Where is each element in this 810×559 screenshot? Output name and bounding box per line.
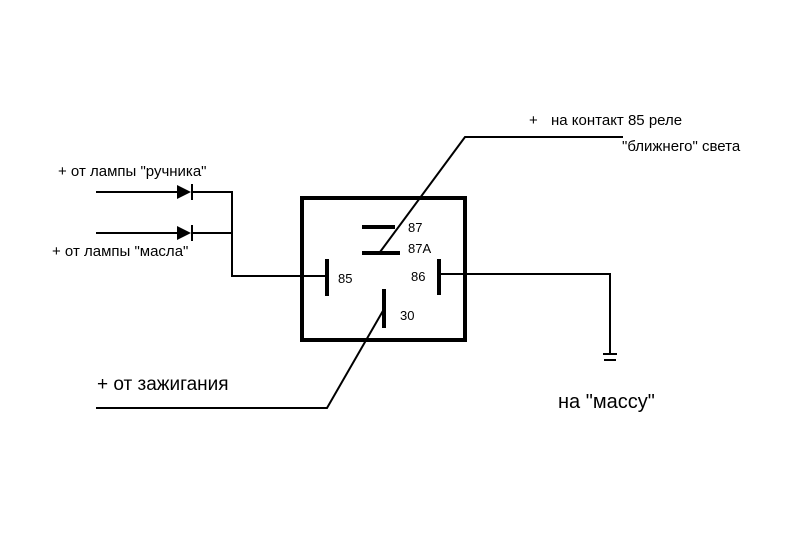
pin-30-label: 30 <box>400 308 414 323</box>
ground-symbol <box>603 353 617 361</box>
label-handbrake-lamp: + от лампы "ручника" <box>58 163 207 180</box>
diode-oil <box>96 225 233 241</box>
pin-86-label: 86 <box>411 269 425 284</box>
label-ignition: + от зажигания <box>97 374 229 395</box>
label-ground: на "массу" <box>558 391 655 413</box>
wire-pin-86-to-ground <box>438 273 611 355</box>
wire-pin-30-to-ignition <box>96 307 386 409</box>
label-relay-contact-line1: на контакт 85 реле <box>551 112 682 129</box>
diode-oil-triangle <box>177 226 191 240</box>
diode-handbrake-triangle <box>177 185 191 199</box>
label-relay-contact-line2: "ближнего" света <box>622 138 741 155</box>
label-oil-lamp: + от лампы "масла" <box>52 243 188 260</box>
wire-pin-87-to-headlight-relay <box>378 136 623 254</box>
pin-85-label: 85 <box>338 271 352 286</box>
pin-87-label: 87 <box>408 220 422 235</box>
pin-87a-label: 87A <box>408 241 431 256</box>
label-relay-contact-plus: + <box>529 112 538 129</box>
wire-to-pin-85 <box>231 191 328 277</box>
relay-body <box>300 196 467 342</box>
diode-handbrake <box>96 184 233 200</box>
